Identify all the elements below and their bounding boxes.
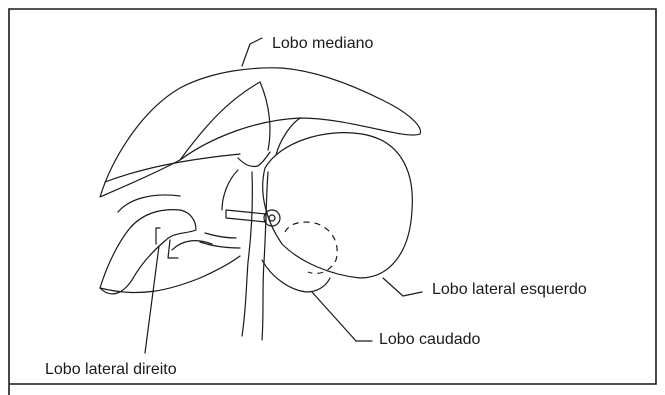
caudate-lobe [262, 222, 337, 292]
label-lobo-lateral-direito: Lobo lateral direito [45, 362, 177, 378]
frame-border [9, 9, 656, 395]
hepatic-vessels [200, 152, 280, 340]
leader-line-lobo-lateral-direito [145, 246, 159, 353]
leader-line-lobo-lateral-esquerdo [383, 278, 422, 296]
leader-line-lobo-caudado [312, 292, 372, 341]
label-lobo-caudado: Lobo caudado [379, 332, 480, 348]
label-lobo-mediano: Lobo mediano [272, 36, 373, 52]
median-lobe [100, 68, 420, 197]
right-lateral-lobe [100, 195, 240, 294]
label-lobo-lateral-esquerdo: Lobo lateral esquerdo [432, 282, 587, 298]
left-lateral-lobe [263, 118, 413, 278]
leader-line-lobo-mediano [242, 38, 262, 66]
